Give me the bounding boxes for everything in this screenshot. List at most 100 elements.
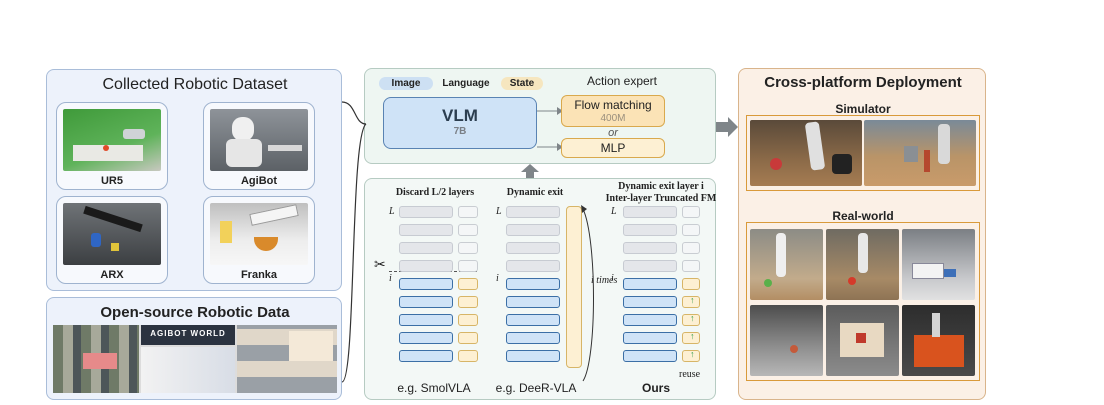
robot-label-ur5: UR5 xyxy=(100,175,123,187)
col2-layer-i: i xyxy=(496,273,499,284)
col3-aux-bar: ↑ xyxy=(682,331,700,344)
col1-caption: e.g. SmolVLA xyxy=(397,381,471,395)
flow-matching-box: Flow matching 400M xyxy=(561,95,665,127)
tag-state: State xyxy=(501,77,543,90)
col3-layer-bar xyxy=(623,206,677,218)
col2-layer-L: L xyxy=(496,206,502,217)
vlm-box: VLM 7B xyxy=(383,97,537,149)
realworld-image-4 xyxy=(750,305,823,376)
col1-layer-bar xyxy=(399,278,453,290)
up-arrow xyxy=(521,164,539,180)
col3-aux-bar xyxy=(682,260,700,272)
realworld-frame xyxy=(746,222,980,381)
col2-layer-bar xyxy=(506,260,560,272)
col3-layer-bar xyxy=(623,332,677,344)
col1-layer-bar xyxy=(399,224,453,236)
col3-title-line1: Dynamic exit layer i xyxy=(618,181,704,192)
tag-image: Image xyxy=(379,77,433,90)
dynamic-exit-loop-arrow xyxy=(581,205,594,382)
col2-layer-bar xyxy=(506,206,560,218)
col2-layer-bar xyxy=(506,332,560,344)
col3-caption: Ours xyxy=(641,381,670,395)
col1-title: Discard L/2 layers xyxy=(395,187,475,198)
robot-label-franka: Franka xyxy=(240,269,278,281)
action-expert-label: Action expert xyxy=(586,74,658,88)
model-architecture-panel: Image Language State Action expert VLM 7… xyxy=(364,68,716,164)
col2-layer-bar xyxy=(506,224,560,236)
col3-layer-bar xyxy=(623,260,677,272)
col3-aux-bar xyxy=(682,224,700,236)
layer-strategies-panel: Discard L/2 layers Dynamic exit Dynamic … xyxy=(364,178,716,400)
col3-layer-bar xyxy=(623,296,677,308)
open-source-title: Open-source Robotic Data xyxy=(100,304,290,321)
col3-layer-bar xyxy=(623,314,677,326)
robot-card-ur5: UR5 xyxy=(56,102,168,190)
collected-dataset-panel: Collected Robotic Dataset UR5 AgiBot ARX xyxy=(46,69,342,291)
robot-card-agibot: AgiBot xyxy=(203,102,315,190)
flow-matching-size: 400M xyxy=(600,113,626,124)
robot-image-ur5 xyxy=(63,109,161,171)
robot-image-arx xyxy=(63,203,161,265)
robot-image-agibot xyxy=(210,109,308,171)
col1-layer-bar xyxy=(399,242,453,254)
col2-layer-bar xyxy=(506,278,560,290)
col1-aux-bar xyxy=(458,350,478,362)
simulator-image-2 xyxy=(864,120,976,186)
col1-aux-bar xyxy=(458,206,478,218)
col3-layer-L: L xyxy=(611,206,617,217)
robot-card-franka: Franka xyxy=(203,196,315,284)
collected-dataset-title: Collected Robotic Dataset xyxy=(102,76,288,93)
robot-label-agibot: AgiBot xyxy=(240,175,278,187)
vlm-size: 7B xyxy=(453,126,467,137)
deployment-title: Cross-platform Deployment xyxy=(764,74,962,91)
realworld-image-3 xyxy=(902,229,975,300)
realworld-image-1 xyxy=(750,229,823,300)
col2-layer-bar xyxy=(506,350,560,362)
realworld-image-5 xyxy=(826,305,899,376)
tag-language: Language xyxy=(442,78,490,89)
col1-layer-bar xyxy=(399,314,453,326)
open-source-banner: AGIBOT WORLD xyxy=(150,329,226,338)
realworld-image-6 xyxy=(902,305,975,376)
col1-aux-bar xyxy=(458,278,478,290)
dynamic-exit-times: i times xyxy=(591,275,618,286)
col2-layer-bar xyxy=(506,242,560,254)
col2-title: Dynamic exit xyxy=(506,187,564,198)
col1-layer-bar xyxy=(399,350,453,362)
simulator-image-1 xyxy=(750,120,862,186)
col3-aux-bar xyxy=(682,278,700,290)
scissors-icon: ✂ xyxy=(374,256,386,272)
col3-layer-bar xyxy=(623,350,677,362)
col3-title-line2: Inter-layer Truncated FM xyxy=(605,193,717,204)
col3-aux-bar: ↑ xyxy=(682,349,700,362)
col3-aux-bar xyxy=(682,206,700,218)
open-source-collage: AGIBOT WORLD xyxy=(53,325,337,393)
col2-layer-bar xyxy=(506,314,560,326)
col3-aux-bar: ↑ xyxy=(682,295,700,308)
flow-matching-name: Flow matching xyxy=(574,98,652,112)
robot-label-arx: ARX xyxy=(100,269,124,281)
dynamic-exit-loop-bar xyxy=(566,206,582,368)
col3-layer-bar xyxy=(623,278,677,290)
col3-layer-bar xyxy=(623,224,677,236)
realworld-image-2 xyxy=(826,229,899,300)
col3-layer-bar xyxy=(623,242,677,254)
connector-curves xyxy=(341,101,367,383)
open-source-panel: Open-source Robotic Data AGIBOT WORLD xyxy=(46,297,342,400)
simulator-frame xyxy=(746,115,980,191)
col3-aux-bar: ↑ xyxy=(682,313,700,326)
col1-aux-bar xyxy=(458,242,478,254)
col1-aux-bar xyxy=(458,260,478,272)
vlm-name: VLM xyxy=(442,106,478,125)
robot-card-arx: ARX xyxy=(56,196,168,284)
col1-aux-bar xyxy=(458,314,478,326)
col1-aux-bar xyxy=(458,332,478,344)
col2-layer-bar xyxy=(506,296,560,308)
col1-layer-i: i xyxy=(389,273,392,284)
col1-aux-bar xyxy=(458,224,478,236)
col1-layer-L: L xyxy=(389,206,395,217)
robot-image-franka xyxy=(210,203,308,265)
mlp-box: MLP xyxy=(561,138,665,158)
col1-layer-bar xyxy=(399,206,453,218)
col3-layer-i: i xyxy=(611,273,614,284)
